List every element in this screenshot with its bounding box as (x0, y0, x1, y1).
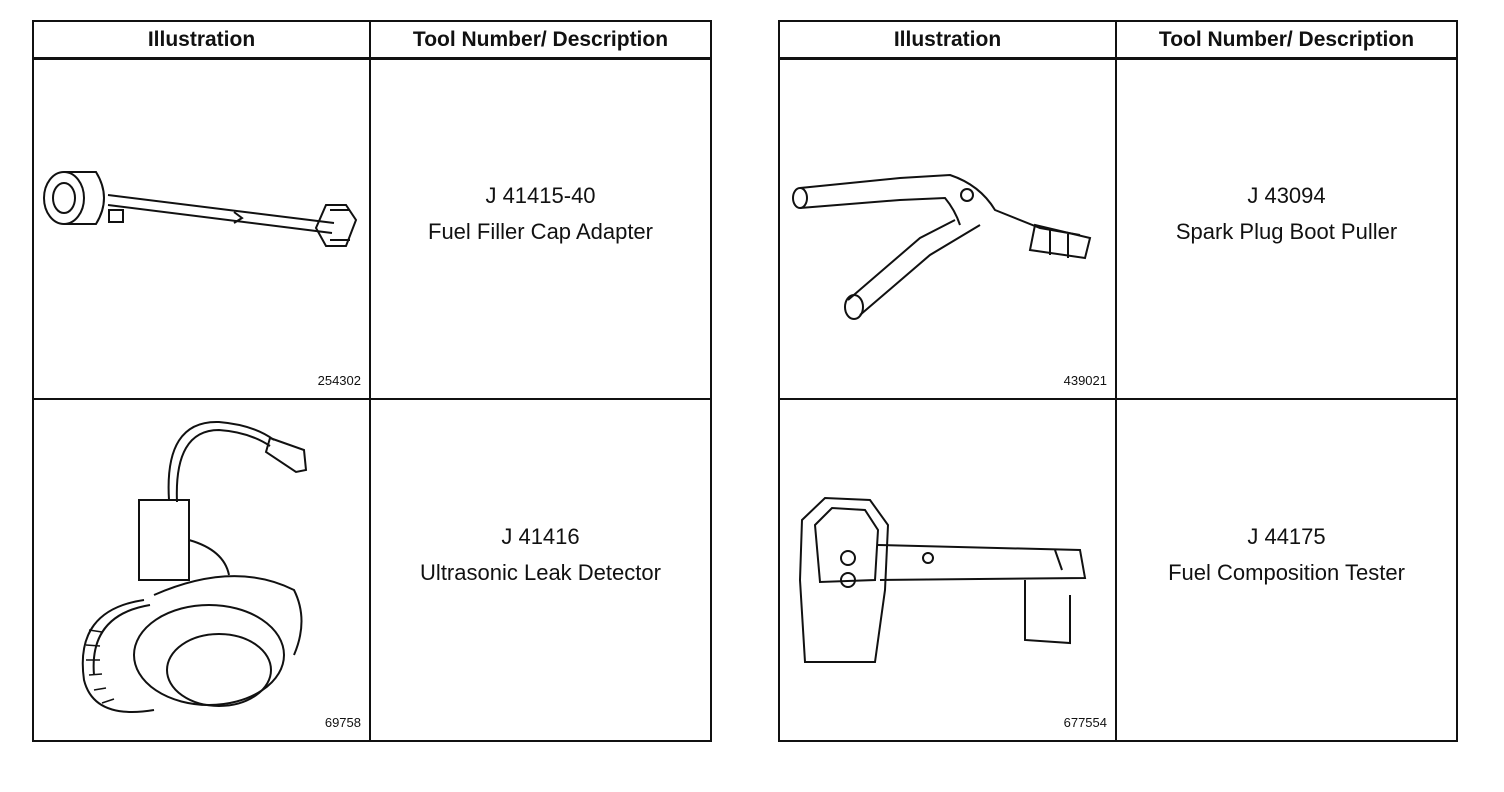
spark-plug-boot-puller-icon (792, 173, 1092, 320)
tool-number: J 41416 (501, 524, 580, 549)
tool-description-cell: J 44175 Fuel Composition Tester (1117, 400, 1456, 740)
ultrasonic-leak-detector-icon (81, 420, 308, 713)
tool-table-left: Illustration Tool Number/ Description 25… (32, 20, 712, 742)
illustration-cell: 677554 (780, 400, 1117, 740)
figure-number: 69758 (324, 715, 361, 730)
tool-description-cell: J 41416 Ultrasonic Leak Detector (371, 400, 710, 740)
figure-number: 677554 (1063, 715, 1107, 730)
tool-number: J 43094 (1247, 183, 1326, 208)
tool-description: Spark Plug Boot Puller (1175, 219, 1398, 244)
tool-description-cell: J 43094 Spark Plug Boot Puller (1117, 60, 1456, 400)
header-illustration: Illustration (780, 22, 1117, 60)
fuel-composition-tester-icon (798, 496, 1087, 663)
tool-table-right: Illustration Tool Number/ Description 43… (778, 20, 1458, 742)
header-tool-description: Tool Number/ Description (371, 22, 710, 60)
tool-number: J 41415-40 (485, 183, 596, 208)
figure-number: 439021 (1063, 373, 1107, 388)
header-tool-description: Tool Number/ Description (1117, 22, 1456, 60)
tool-description-cell: J 41415-40 Fuel Filler Cap Adapter (371, 60, 710, 400)
illustration-cell: 254302 (34, 60, 371, 400)
figure-number: 254302 (317, 373, 361, 388)
illustration-cell: 439021 (780, 60, 1117, 400)
fuel-filler-cap-adapter-icon (43, 171, 358, 247)
tool-description: Ultrasonic Leak Detector (420, 560, 661, 585)
illustration-cell: 69758 (34, 400, 371, 740)
header-illustration: Illustration (34, 22, 371, 60)
tool-description: Fuel Composition Tester (1168, 560, 1405, 585)
tool-description: Fuel Filler Cap Adapter (428, 219, 653, 244)
tool-number: J 44175 (1247, 524, 1326, 549)
